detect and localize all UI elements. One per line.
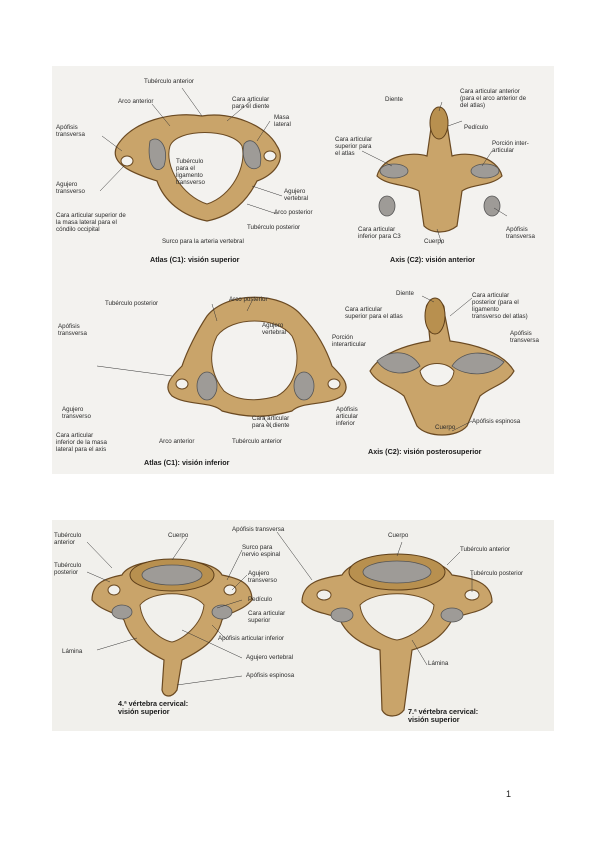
label-tuberculo-anterior-c7: Tubérculo anterior	[460, 546, 510, 553]
label-agujero-transverso-c4: Agujero transverso	[248, 570, 277, 584]
label-tuberculo-anterior-c4: Tubérculo anterior	[54, 532, 82, 546]
label-cara-articular-inferior-masa: Cara articular inferior de la masa later…	[56, 432, 107, 453]
axis-anterior-illustration	[376, 106, 503, 233]
label-pediculo: Pedículo	[464, 124, 489, 131]
label-cuerpo-c7: Cuerpo	[388, 532, 409, 539]
label-apofisis-transversa-post: Apófisis transversa	[510, 330, 539, 344]
caption-c4: 4.ª vértebra cervical: visión superior	[118, 699, 189, 716]
label-tuberculo-anterior: Tubérculo anterior	[144, 78, 194, 85]
label-cuerpo: Cuerpo	[424, 238, 445, 245]
label-cara-articular-superior-post: Cara articular superior para el atlas	[345, 306, 403, 320]
label-cara-articular-diente: Cara articular para el diente	[232, 96, 270, 110]
label-tuberculo-posterior-c7: Tubérculo posterior	[470, 570, 524, 577]
label-apofisis-espinosa-c4: Apófisis espinosa	[246, 672, 295, 679]
label-agujero-vertebral-inf: Agujero vertebral	[262, 322, 287, 336]
label-apofisis-articular-inferior: Apófisis articular inferior	[336, 406, 359, 427]
label-arco-anterior: Arco anterior	[118, 98, 154, 105]
label-cara-articular-superior-c4: Cara articular superior	[248, 610, 286, 624]
label-masa-lateral: Masa lateral	[274, 114, 291, 128]
label-porcion-interarticular-post: Porción interarticular	[332, 334, 367, 348]
label-surco-nervio: Surco para nervio espinal	[242, 544, 281, 558]
label-tuberculo-posterior-inf: Tubérculo posterior	[105, 300, 159, 307]
label-cara-articular-inferior-c3: Cara articular inferior para C3	[358, 226, 401, 240]
atlas-superior-illustration	[114, 114, 281, 222]
label-agujero-transverso-inf: Agujero transverso	[62, 406, 91, 420]
label-tuberculo-posterior: Tubérculo posterior	[247, 224, 301, 231]
plate-lower-illustrations	[86, 531, 493, 717]
leader-lines-lower	[86, 531, 473, 686]
label-arco-posterior-inf: Arco posterior	[229, 296, 268, 303]
page-number: 1	[506, 789, 512, 799]
label-lamina-c7: Lámina	[428, 660, 449, 667]
label-surco-arteria: Surco para la arteria vertebral	[162, 238, 244, 245]
label-diente: Diente	[385, 96, 403, 103]
label-apofisis-transversa-axis: Apófisis transversa	[506, 226, 535, 240]
label-apofisis-espinosa-post: Apófisis espinosa	[472, 418, 521, 425]
label-porcion-interarticular: Porción inter- articular	[492, 140, 529, 154]
plate-upper-illustrations	[96, 87, 515, 436]
label-cara-articular-anterior: Cara articular anterior (para el arco an…	[460, 88, 527, 109]
c4-vertebra-illustration	[91, 558, 253, 697]
label-tuberculo-anterior-inf: Tubérculo anterior	[232, 438, 282, 445]
caption-atlas-superior: Atlas (C1): visión superior	[150, 255, 240, 264]
label-agujero-vertebral: Agujero vertebral	[284, 188, 309, 202]
label-arco-posterior: Arco posterior	[274, 209, 313, 216]
label-cara-articular-superior: Cara articular superior de la masa later…	[56, 212, 126, 233]
label-apofisis-articular-inferior-c4: Apófisis articular inferior	[218, 635, 285, 642]
label-cara-articular-diente-inf: Cara articular para el diente	[252, 415, 290, 429]
label-apofisis-transversa: Apófisis transversa	[56, 124, 85, 138]
label-lamina-c4: Lámina	[62, 648, 83, 655]
caption-atlas-inferior: Atlas (C1): visión inferior	[144, 458, 230, 467]
label-pediculo-c4: Pedículo	[248, 596, 273, 603]
caption-c7: 7.ª vértebra cervical: visión superior	[408, 707, 479, 724]
label-tuberculo-ligamento: Tubérculo para el ligamento transverso	[176, 158, 205, 186]
label-agujero-transverso: Agujero transverso	[56, 181, 85, 195]
label-cara-articular-superior-atlas: Cara articular superior para el atlas	[335, 136, 373, 157]
caption-axis-posterosuperior: Axis (C2): visión posterosuperior	[368, 447, 482, 456]
label-arco-anterior-inf: Arco anterior	[159, 438, 195, 445]
label-cuerpo-c4: Cuerpo	[168, 532, 189, 539]
caption-axis-anterior: Axis (C2): visión anterior	[390, 255, 476, 264]
label-cuerpo-post: Cuerpo	[435, 424, 456, 431]
c7-vertebra-illustration	[301, 553, 493, 717]
label-cara-articular-posterior: Cara articular posterior (para el ligame…	[472, 292, 528, 320]
label-agujero-vertebral-c4: Agujero vertebral	[246, 654, 294, 661]
label-apofisis-transversa-shared: Apófisis transversa	[232, 526, 285, 533]
label-diente-post: Diente	[396, 290, 414, 297]
axis-posterosuperior-illustration	[369, 297, 515, 436]
leader-lines-upper	[96, 87, 508, 432]
anatomy-plate-lower: Tubérculo anterior Tubérculo posterior C…	[52, 520, 554, 731]
atlas-inferior-illustration	[167, 296, 347, 417]
label-apofisis-transversa-inf: Apófisis transversa	[58, 323, 87, 337]
label-tuberculo-posterior-c4: Tubérculo posterior	[54, 562, 82, 576]
anatomy-plate-upper: Tubérculo anterior Arco anterior Cara ar…	[52, 66, 554, 474]
